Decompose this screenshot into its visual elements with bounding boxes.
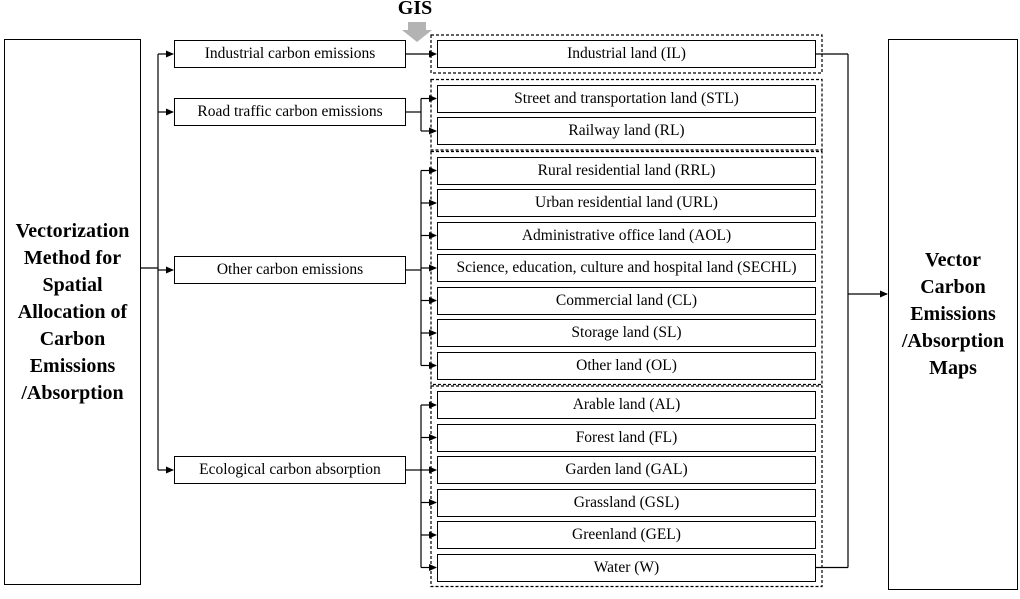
land-type-box: Storage land (SL) bbox=[437, 319, 816, 347]
land-type-box: Forest land (FL) bbox=[437, 423, 816, 452]
land-type-box: Administrative office land (AOL) bbox=[437, 221, 816, 250]
land-type-box: Greenland (GEL) bbox=[437, 521, 816, 549]
category-box: Industrial carbon emissions bbox=[174, 40, 406, 68]
land-type-box: Garden land (GAL) bbox=[437, 456, 816, 484]
land-type-box: Water (W) bbox=[437, 553, 816, 582]
land-type-box: Railway land (RL) bbox=[437, 117, 816, 145]
group-dashed-frame bbox=[430, 385, 823, 588]
land-type-box: Rural residential land (RRL) bbox=[437, 156, 816, 185]
right-maps-box: Vector Carbon Emissions /Absorption Maps bbox=[888, 39, 1018, 590]
land-type-box: Industrial land (IL) bbox=[437, 40, 816, 68]
land-type-box: Street and transportation land (STL) bbox=[437, 84, 816, 113]
gis-label: GIS bbox=[397, 0, 433, 19]
left-method-box: Vectorization Method for Spatial Allocat… bbox=[4, 39, 141, 585]
land-type-box: Other land (OL) bbox=[437, 351, 816, 380]
land-type-box: Arable land (AL) bbox=[437, 391, 816, 419]
land-type-box: Urban residential land (URL) bbox=[437, 189, 816, 217]
land-type-box: Grassland (GSL) bbox=[437, 488, 816, 517]
category-box: Road traffic carbon emissions bbox=[174, 98, 406, 126]
category-box: Other carbon emissions bbox=[174, 256, 406, 284]
category-box: Ecological carbon absorption bbox=[174, 456, 406, 484]
land-type-box: Science, education, culture and hospital… bbox=[437, 254, 816, 282]
land-type-box: Commercial land (CL) bbox=[437, 286, 816, 315]
gis-arrow bbox=[402, 22, 432, 42]
group-dashed-frame bbox=[430, 78, 823, 151]
